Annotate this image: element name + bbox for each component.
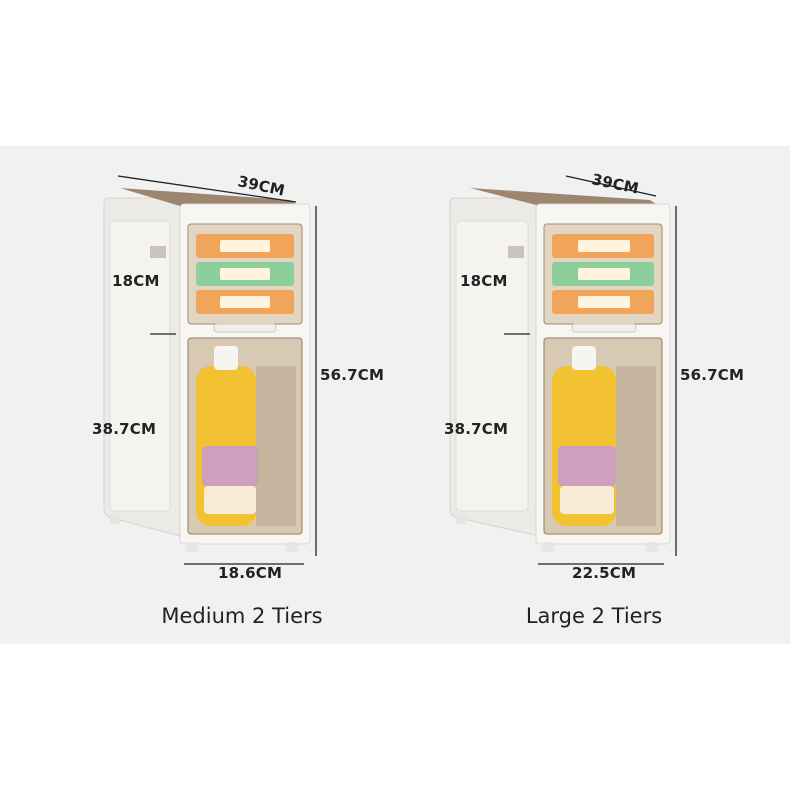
cabinet-illustration-medium — [103, 175, 317, 565]
bottom-drawer-height-label-medium: 38.7CM — [92, 420, 157, 438]
top-drawer-height-label-medium: 18CM — [112, 272, 160, 290]
caption-large: Large 2 Tiers — [525, 604, 663, 628]
product-medium: 39CM 18CM 38.7CM 56.7CM 18.6CM Medium 2 … — [0, 146, 395, 644]
width-label-medium: 18.6CM — [218, 564, 283, 582]
width-label-large: 22.5CM — [572, 564, 637, 582]
top-drawer-height-label-large: 18CM — [460, 272, 508, 290]
bottom-drawer-height-label-large: 38.7CM — [444, 420, 509, 438]
total-height-label-medium: 56.7CM — [320, 366, 385, 384]
caption-medium: Medium 2 Tiers — [161, 604, 323, 628]
product-large: 39CM 18CM 38.7CM 56.7CM 22.5CM Large 2 T… — [360, 146, 755, 644]
total-height-label-large: 56.7CM — [680, 366, 745, 384]
product-band: 39CM 18CM 38.7CM 56.7CM 18.6CM Medium 2 … — [0, 146, 790, 644]
cabinet-illustration-large — [449, 175, 677, 565]
